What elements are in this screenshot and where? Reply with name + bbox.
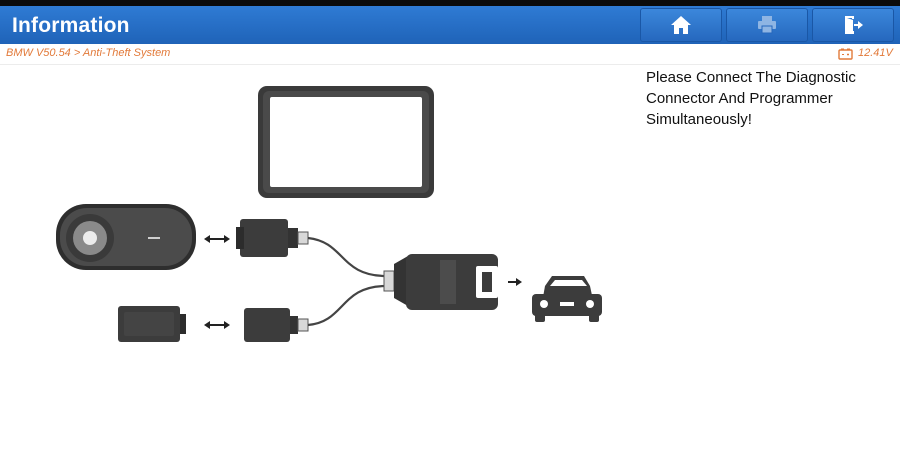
obd-connector-icon (394, 254, 498, 310)
double-arrow-icon (204, 321, 230, 329)
page-title: Information (12, 14, 130, 37)
exit-button[interactable] (812, 8, 894, 42)
title-bar: Information (0, 6, 900, 44)
exit-icon (845, 16, 863, 34)
battery-voltage: 12.41V (858, 47, 893, 59)
print-button[interactable] (726, 8, 808, 42)
battery-icon (838, 48, 853, 60)
y-cable-icon (307, 236, 395, 327)
programmer-device-icon (56, 204, 196, 270)
arrow-right-icon (508, 278, 522, 286)
tablet-icon (258, 86, 434, 198)
system-status-bar (0, 0, 900, 6)
connection-instruction: Please Connect The Diagnostic Connector … (646, 69, 856, 128)
car-icon (532, 276, 602, 322)
home-icon (671, 16, 691, 34)
double-arrow-icon (204, 235, 230, 243)
key-module-icon (118, 306, 186, 342)
connection-diagram (56, 86, 602, 342)
printer-icon (758, 16, 776, 34)
adapter-connector-icon (244, 308, 309, 342)
breadcrumb-bar: BMW V50.54 > Anti-Theft System 12.41V (0, 44, 900, 65)
adapter-connector-icon (236, 219, 309, 257)
home-button[interactable] (640, 8, 722, 42)
breadcrumb: BMW V50.54 > Anti-Theft System (6, 47, 171, 59)
